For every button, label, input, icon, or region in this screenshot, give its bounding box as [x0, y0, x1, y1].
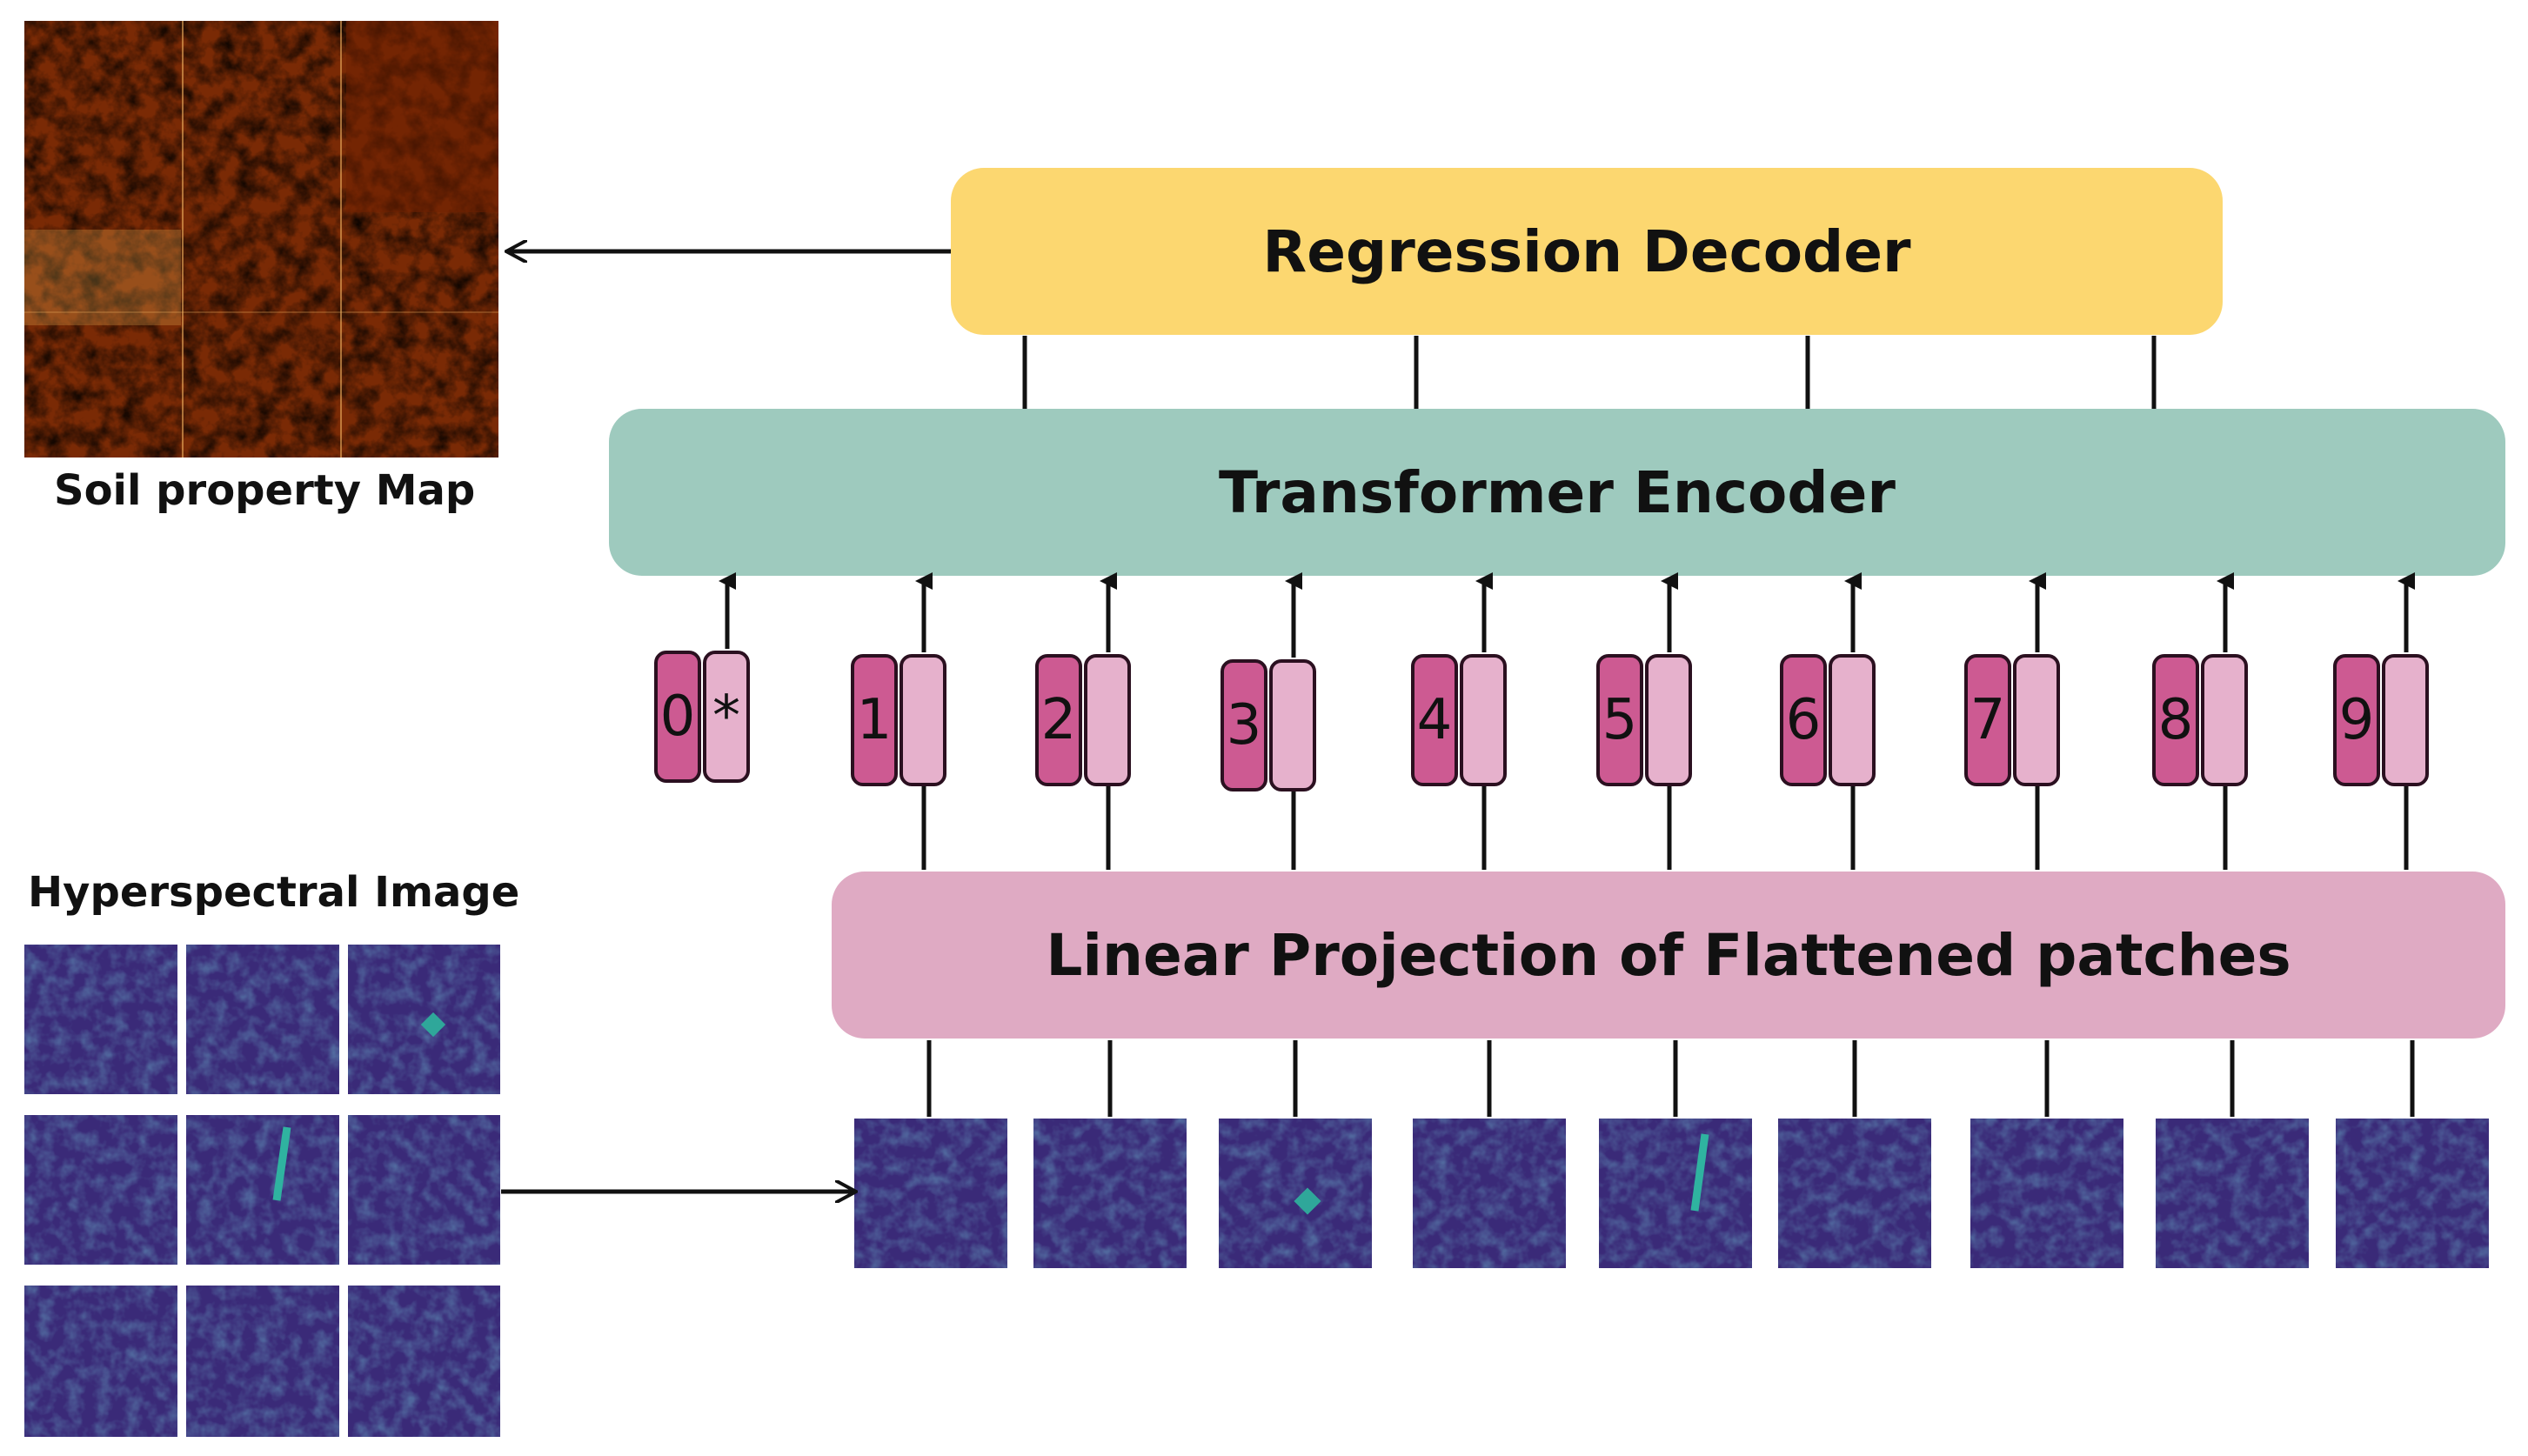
position-embedding-1: 1	[851, 654, 898, 786]
grid-patch-5	[186, 1115, 339, 1265]
hyperspectral-image-label: Hyperspectral Image	[28, 868, 520, 917]
patch-embedding-0: *	[703, 651, 750, 783]
grid-patch-4	[24, 1115, 177, 1265]
patch-embedding-6	[1829, 654, 1876, 786]
patch-embedding-8	[2201, 654, 2248, 786]
grid-patch-6	[348, 1115, 500, 1265]
position-embedding-5: 5	[1596, 654, 1643, 786]
patch-embedding-5	[1645, 654, 1692, 786]
patch-embedding-9	[2382, 654, 2429, 786]
position-embedding-3: 3	[1221, 659, 1267, 791]
patch-embedding-4	[1460, 654, 1507, 786]
sequence-patch-9	[2336, 1119, 2489, 1268]
sequence-patch-1	[854, 1119, 1007, 1268]
soil-property-map-label: Soil property Map	[54, 466, 476, 515]
hyperspectral-image-grid	[24, 945, 500, 1437]
position-embedding-9: 9	[2333, 654, 2380, 786]
grid-patch-3	[348, 945, 500, 1094]
patch-embedding-7	[2013, 654, 2060, 786]
position-embedding-7: 7	[1964, 654, 2011, 786]
transformer-encoder-block: Transformer Encoder	[609, 409, 2505, 576]
sequence-patch-3	[1219, 1119, 1372, 1268]
position-embedding-8: 8	[2152, 654, 2199, 786]
linear-projection-block: Linear Projection of Flattened patches	[832, 872, 2505, 1039]
sequence-patch-7	[1970, 1119, 2123, 1268]
patch-embedding-1	[900, 654, 946, 786]
grid-patch-7	[24, 1286, 177, 1437]
grid-patch-1	[24, 945, 177, 1094]
position-embedding-6: 6	[1780, 654, 1827, 786]
position-embedding-4: 4	[1411, 654, 1458, 786]
grid-patch-2	[186, 945, 339, 1094]
sequence-patch-5	[1599, 1119, 1752, 1268]
patch-embedding-3	[1269, 659, 1316, 791]
soil-property-map-image	[24, 21, 498, 458]
sequence-patch-2	[1033, 1119, 1187, 1268]
patch-embedding-2	[1084, 654, 1131, 786]
grid-patch-9	[348, 1286, 500, 1437]
position-embedding-0: 0	[654, 651, 701, 783]
sequence-patch-6	[1778, 1119, 1931, 1268]
sequence-patch-8	[2156, 1119, 2309, 1268]
regression-decoder-block: Regression Decoder	[951, 168, 2223, 335]
position-embedding-2: 2	[1035, 654, 1082, 786]
grid-patch-8	[186, 1286, 339, 1437]
sequence-patch-4	[1413, 1119, 1566, 1268]
